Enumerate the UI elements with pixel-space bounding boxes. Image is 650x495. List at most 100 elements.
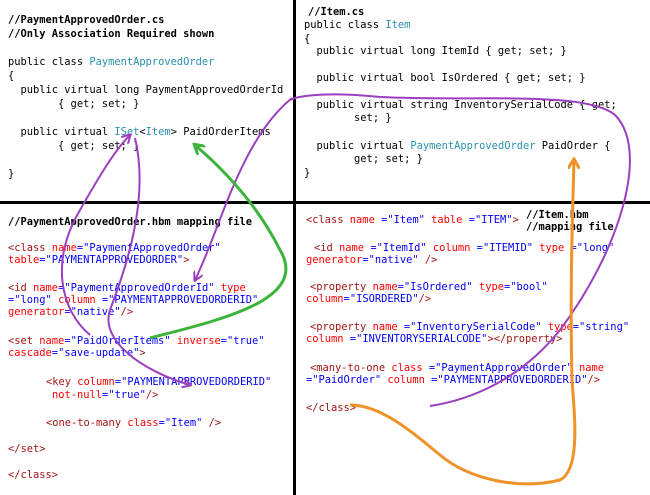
id-tag: <id: [314, 242, 340, 254]
equals: =: [51, 347, 59, 359]
name-attr: name: [51, 242, 77, 254]
column-attr: column: [381, 374, 425, 386]
many-to-one-column: ="PaidOrder" column ="PAYMENTAPPROVEDORD…: [306, 374, 600, 386]
id-tag: <id: [8, 282, 34, 294]
tag-end: />: [120, 306, 134, 318]
prop-items-declaration: public virtual ISet<Item> PaidOrderItems: [8, 126, 271, 138]
generator-value: "native": [70, 306, 121, 318]
class-name: PaymentApprovedOrder: [89, 56, 215, 68]
name-value: "Item": [387, 214, 425, 226]
name-value: "PaymentApprovedOrder": [83, 242, 221, 254]
key-notnull: not-null="true"/>: [52, 389, 158, 401]
id-element: <id name="PaymentApprovedOrderId" type: [8, 282, 246, 294]
inverse-attr: inverse: [170, 335, 221, 347]
item-hbm-panel: //Item.hbm //mapping file <class name ="…: [296, 204, 650, 495]
note-comment: //Only Association Required shown: [8, 28, 215, 40]
prop-paidorder-accessors: get; set; }: [304, 153, 423, 165]
column-attr: column: [426, 242, 471, 254]
generator-attr: generator: [306, 254, 363, 266]
equals: =: [8, 294, 15, 306]
key-tag: <key: [46, 376, 78, 388]
column-value: "ITEMID": [482, 242, 533, 254]
prop-id-keywords: public virtual long: [8, 84, 146, 96]
open-brace: {: [8, 70, 15, 82]
notnull-value: "true": [108, 389, 146, 401]
id-generator: generator="native"/>: [8, 306, 133, 318]
name-attr: name: [372, 281, 398, 293]
class-element: <class name="PaymentApprovedOrder": [8, 242, 221, 254]
iset-type: ISet: [114, 126, 140, 138]
name-attr: name: [39, 335, 65, 347]
column-value: "PAYMENTAPPROVEDORDERID": [108, 294, 259, 306]
prop-id-name: PaymentApprovedOrderId: [145, 84, 284, 96]
prop-items-accessors: { get; set; }: [8, 140, 140, 152]
column-value: "INVENTORYSERIALCODE": [356, 333, 488, 345]
prop-inventory-accessors: set; }: [304, 112, 392, 124]
item-cs-panel: //Item.cs public class Item { public vir…: [296, 0, 650, 201]
id-generator: generator="native" />: [306, 254, 437, 266]
name-value: "IsOrdered": [403, 281, 473, 293]
equals: =: [424, 374, 438, 386]
class-declaration: public class Item: [304, 19, 410, 31]
tag-end: />: [418, 293, 432, 305]
column-attr: column: [306, 293, 344, 305]
class-value: "Item": [164, 417, 203, 429]
property-inventory-column: column ="INVENTORYSERIALCODE"></property…: [306, 333, 563, 345]
equals: =: [39, 254, 46, 266]
class-tag: <class: [306, 214, 350, 226]
name-attr: name: [372, 321, 398, 333]
gt-sign: >: [170, 126, 184, 138]
name-attr: name: [33, 282, 59, 294]
cascade-attr: cascade: [8, 347, 52, 359]
column-attr: column: [77, 376, 115, 388]
name-value: "InventorySerialCode": [410, 321, 542, 333]
name-attr: name: [339, 242, 365, 254]
column-value: "PAYMENTAPPROVEDORDERID": [437, 374, 588, 386]
set-tag: <set: [8, 335, 40, 347]
payment-approved-order-cs-panel: //PaymentApprovedOrder.cs //Only Associa…: [0, 0, 293, 201]
key-element: <key column="PAYMENTAPPROVEDORDERID": [46, 376, 271, 388]
prop-paidorder-keywords: public virtual: [304, 140, 411, 152]
paidorder-name: PaidOrder {: [535, 140, 611, 152]
table-attr: table: [424, 214, 463, 226]
column-attr: column: [306, 333, 344, 345]
type-value: "long": [14, 294, 52, 306]
type-value: "long": [576, 242, 615, 254]
file-comment: //PaymentApprovedOrder.cs: [8, 14, 165, 26]
class-keyword: public class: [8, 56, 90, 68]
equals: =: [95, 294, 109, 306]
equals: =: [343, 333, 357, 345]
equals: =: [422, 362, 436, 374]
equals: =: [470, 242, 483, 254]
name-value: "PaymentApprovedOrderId": [64, 282, 215, 294]
equals: =: [158, 417, 165, 429]
table-attr: table: [8, 254, 40, 266]
tag-end: ></property>: [487, 333, 563, 345]
notnull-attr: not-null: [52, 389, 103, 401]
tag-end: >: [139, 347, 146, 359]
prop-paidorder: public virtual PaymentApprovedOrder Paid…: [304, 140, 611, 152]
prop-items-keywords: public virtual: [8, 126, 115, 138]
tag-end: />: [587, 374, 601, 386]
prop-itemid: public virtual long ItemId { get; set; }: [304, 45, 567, 57]
equals: =: [462, 214, 475, 226]
column-value: "ISORDERED": [349, 293, 419, 305]
set-element: <set name="PaidOrderItems" inverse="true…: [8, 335, 265, 347]
one-to-many-tag: <one-to-many: [46, 417, 128, 429]
prop-inventory-serial-code: public virtual string InventorySerialCod…: [304, 99, 617, 111]
prop-items-name: PaidOrderItems: [183, 126, 271, 138]
payment-approved-order-hbm-panel: //PaymentApprovedOrder.hbm mapping file …: [0, 204, 293, 495]
table-value: "ITEM": [474, 214, 513, 226]
many-to-one-tag: <many-to-one: [310, 362, 392, 374]
property-tag: <property: [310, 281, 373, 293]
property-tag: <property: [310, 321, 373, 333]
class-close-tag: </class>: [8, 469, 59, 481]
file-comment: //Item.hbm: [526, 209, 589, 221]
generator-value: "native": [368, 254, 419, 266]
name-attr: name: [349, 214, 375, 226]
many-to-one-element: <many-to-one class ="PaymentApprovedOrde…: [310, 362, 604, 374]
equals: =: [220, 335, 227, 347]
lt-sign: <: [139, 126, 146, 138]
name-value: "ItemId": [376, 242, 427, 254]
column-value: "PAYMENTAPPROVEDORDERID": [121, 376, 272, 388]
